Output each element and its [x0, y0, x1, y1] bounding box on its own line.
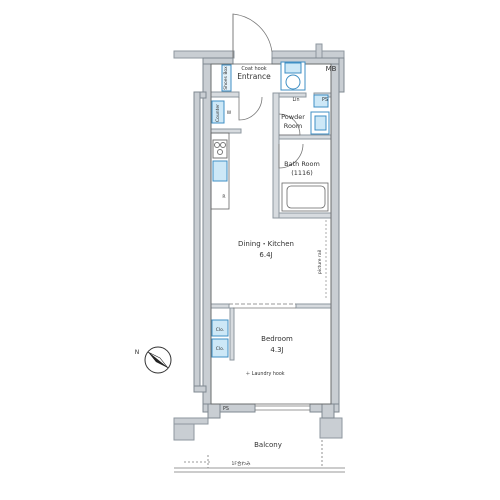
coat-hook-label: Coat hook [241, 66, 266, 72]
powder-room-label-2: Room [284, 122, 303, 130]
laundry-hook-label: ＋ Laundry hook [245, 371, 284, 377]
r-label: R [222, 194, 225, 200]
room-outlines [210, 63, 332, 405]
closet-label-1: Clo. [216, 327, 225, 333]
mb-label: MB [326, 65, 337, 73]
w-label: W [227, 110, 232, 116]
entrance-label: Entrance [237, 72, 271, 81]
bath-room-label-2: (1116) [291, 169, 313, 177]
north-label: N [135, 349, 140, 356]
ps-top-label: PS [322, 97, 328, 103]
fixtures [211, 61, 330, 358]
shoes-box-label: Shoes Box [223, 66, 229, 90]
fin-line-label: 1F合わみ [232, 460, 251, 467]
kitchen-counter [210, 132, 230, 210]
dining-kitchen-label-2: 6.4J [259, 251, 272, 259]
counter-label: Counter [215, 104, 221, 122]
lin-label: Lin [292, 97, 299, 103]
bedroom-label-2: 4.3J [270, 346, 283, 354]
picture-rail-label: picture rail [317, 250, 323, 274]
dining-kitchen-label-1: Dining・Kitchen [238, 240, 294, 248]
closet-label-2: Clo. [216, 346, 225, 352]
balcony-label: Balcony [254, 441, 282, 449]
bath-room-label-1: Bath Room [284, 160, 320, 168]
exterior-walls [173, 43, 345, 441]
ps-bottom-label: PS [223, 406, 229, 412]
door-swings [229, 13, 310, 411]
bathtub [281, 182, 329, 212]
balcony-area [174, 440, 345, 473]
powder-room-label-1: Powder [281, 113, 305, 121]
bedroom-label-1: Bedroom [261, 335, 293, 343]
north-arrow-icon [144, 346, 172, 374]
